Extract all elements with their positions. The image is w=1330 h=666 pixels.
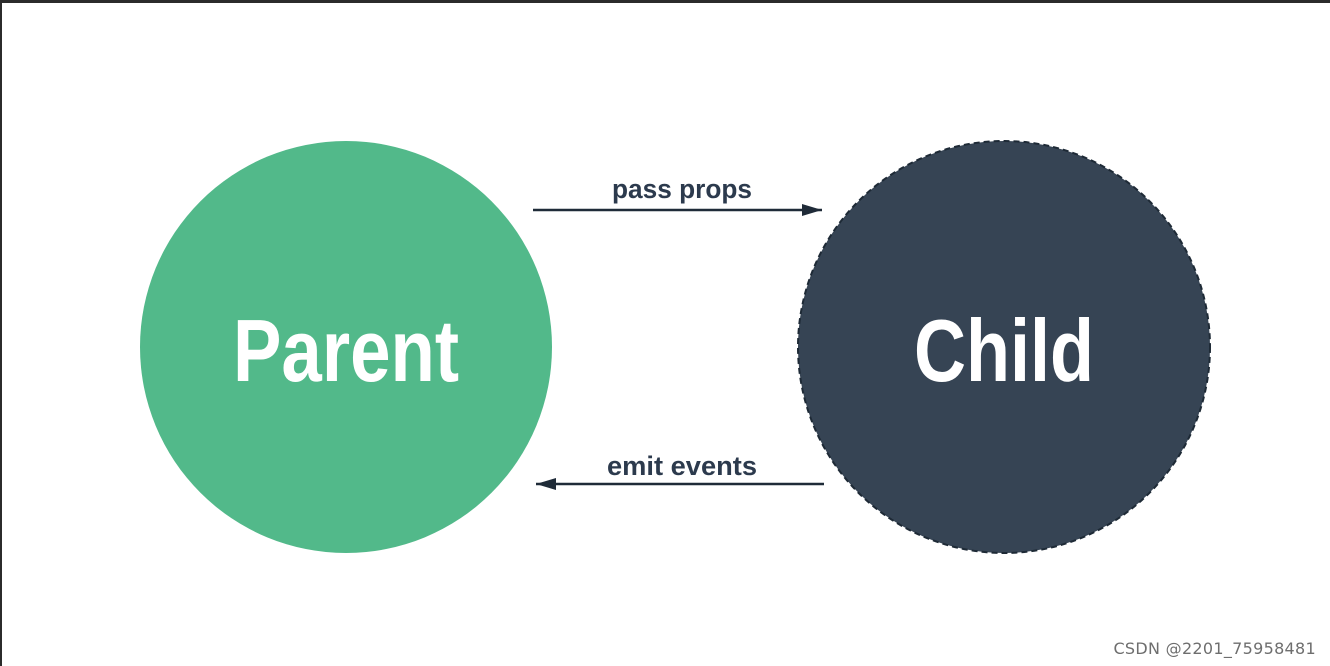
parent-label: Parent — [233, 301, 459, 400]
pass-props-label: pass props — [612, 174, 752, 204]
emit-events-label: emit events — [607, 451, 757, 481]
parent-node — [140, 141, 552, 553]
watermark-text: CSDN @2201_75958481 — [1113, 639, 1316, 658]
parent-child-diagram: Parent Child pass props emit events — [140, 140, 1211, 554]
child-label: Child — [914, 301, 1094, 400]
child-node — [797, 140, 1211, 554]
